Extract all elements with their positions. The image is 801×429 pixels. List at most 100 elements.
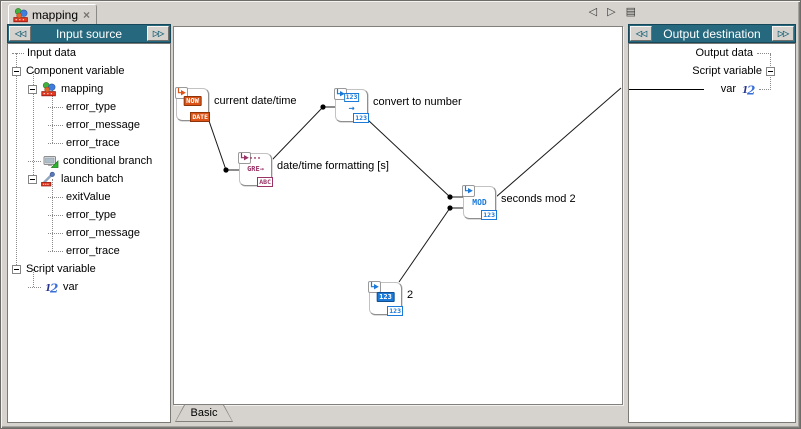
node-current-datetime[interactable]: NOW DATE bbox=[175, 87, 210, 122]
tree-guide bbox=[16, 53, 17, 269]
tree-connector bbox=[48, 124, 63, 126]
node-convert-to-number[interactable]: 123→123 bbox=[334, 88, 369, 123]
tree-item-label: error_type bbox=[66, 101, 117, 113]
node-type-badge: 123 bbox=[481, 209, 497, 220]
tree-item-label: launch batch bbox=[61, 173, 124, 185]
return-arrow-icon bbox=[238, 152, 251, 164]
scroll-tabs-left-icon[interactable]: ◁ bbox=[588, 6, 598, 18]
node-label-convert-to-number: convert to number bbox=[373, 96, 462, 108]
node-glyph-mid: GRE→ bbox=[247, 165, 264, 173]
tree-connector bbox=[28, 160, 41, 162]
tree-item-script-variable[interactable]: Script variable bbox=[629, 62, 795, 80]
tab-strip: mapping × ◁ ▷ ▤ bbox=[3, 3, 798, 24]
tree-item-output-data[interactable]: Output data bbox=[629, 44, 795, 62]
collapse-expander-icon[interactable] bbox=[766, 66, 775, 76]
output-destination-header: ◁◁ Output destination ▷▷ bbox=[628, 24, 796, 43]
tree-item-label: error_message bbox=[66, 119, 140, 131]
tree-item-error-type[interactable]: error_type bbox=[8, 206, 170, 224]
node-glyph-top: ••• bbox=[249, 156, 262, 162]
mapping-canvas[interactable]: NOW DATE current date/time ••• GRE→ ABC date/t… bbox=[173, 26, 623, 405]
tree-item-label: conditional branch bbox=[63, 155, 153, 167]
launch-batch-icon bbox=[41, 171, 57, 187]
tree-item-label: Component variable bbox=[26, 65, 125, 77]
node-label-datetime-formatting: date/time formatting [s] bbox=[277, 160, 389, 172]
node-label-current-datetime: current date/time bbox=[214, 95, 297, 107]
tab-list-icon[interactable]: ▤ bbox=[625, 6, 636, 18]
svg-text:1: 1 bbox=[45, 284, 51, 294]
return-arrow-icon bbox=[175, 87, 188, 99]
collapse-output-panel-button[interactable]: ◁◁ bbox=[630, 26, 652, 41]
node-glyph-top: 123 bbox=[376, 292, 395, 303]
tree-item-input-data[interactable]: Input data bbox=[8, 44, 170, 62]
tree-item-label: error_message bbox=[66, 227, 140, 239]
expand-input-panel-button[interactable]: ▷▷ bbox=[146, 26, 169, 41]
node-type-badge: 123 bbox=[353, 112, 369, 123]
collapse-expander-icon[interactable] bbox=[28, 174, 37, 184]
collapse-input-panel-button[interactable]: ◁◁ bbox=[9, 26, 31, 41]
mapping-icon bbox=[13, 7, 28, 23]
tree-item-mapping[interactable]: mapping bbox=[8, 80, 170, 98]
tree-connector bbox=[759, 88, 771, 90]
collapse-expander-icon[interactable] bbox=[28, 84, 37, 94]
tree-item-error-message[interactable]: error_message bbox=[8, 116, 170, 134]
tree-item-error-trace[interactable]: error_trace bbox=[8, 242, 170, 260]
tree-item-error-trace[interactable]: error_trace bbox=[8, 134, 170, 152]
tree-item-label: var bbox=[63, 281, 79, 293]
mapping-edges bbox=[207, 87, 622, 283]
tree-item-label: Input data bbox=[27, 47, 76, 59]
tab-basic[interactable]: Basic bbox=[175, 405, 233, 422]
conditional-branch-icon bbox=[43, 153, 59, 169]
node-type-badge: DATE bbox=[190, 111, 210, 122]
input-panel-title: Input source bbox=[55, 26, 123, 41]
mapping-link-line bbox=[629, 89, 704, 90]
tree-item-conditional-branch[interactable]: conditional branch bbox=[8, 152, 170, 170]
tree-connector bbox=[757, 52, 771, 54]
svg-text:2: 2 bbox=[746, 84, 755, 98]
node-type-badge: ABC bbox=[257, 176, 273, 187]
tree-item-label: Script variable bbox=[692, 65, 762, 77]
close-tab-icon[interactable]: × bbox=[83, 7, 91, 22]
node-label-constant-2: 2 bbox=[407, 289, 414, 301]
node-label-seconds-mod-2: seconds mod 2 bbox=[501, 193, 576, 205]
mapping-icon bbox=[41, 81, 57, 97]
tree-item-label: var bbox=[720, 83, 736, 95]
input-source-header: ◁◁ Input source ▷▷ bbox=[7, 24, 171, 43]
tree-item-error-type[interactable]: error_type bbox=[8, 98, 170, 116]
node-datetime-formatting[interactable]: ••• GRE→ ABC bbox=[238, 152, 273, 187]
collapse-expander-icon[interactable] bbox=[12, 264, 21, 274]
node-glyph-top: NOW bbox=[183, 96, 202, 107]
tab-nav: ◁ ▷ ▤ bbox=[589, 7, 636, 18]
tab-label: mapping bbox=[32, 7, 79, 22]
tree-item-component-variable[interactable]: Component variable bbox=[8, 62, 170, 80]
tree-connector bbox=[28, 286, 41, 288]
svg-text:1: 1 bbox=[742, 86, 748, 96]
node-glyph-mid: MOD bbox=[472, 198, 487, 207]
tree-item-script-variable[interactable]: Script variable bbox=[8, 260, 170, 278]
tree-item-label: Output data bbox=[695, 47, 754, 59]
tab-mapping[interactable]: mapping × bbox=[8, 4, 98, 24]
node-seconds-mod-2[interactable]: MOD 123 bbox=[462, 185, 497, 220]
tree-item-error-message[interactable]: error_message bbox=[8, 224, 170, 242]
collapse-expander-icon[interactable] bbox=[12, 66, 21, 76]
tree-guide bbox=[52, 89, 53, 143]
return-arrow-icon bbox=[462, 185, 475, 197]
tree-item-label: exitValue bbox=[66, 191, 111, 203]
expand-output-panel-button[interactable]: ▷▷ bbox=[772, 26, 794, 41]
svg-text:2: 2 bbox=[49, 282, 58, 296]
tree-connector bbox=[48, 106, 63, 108]
tree-item-launch-batch[interactable]: launch batch bbox=[8, 170, 170, 188]
tree-item-exitvalue[interactable]: exitValue bbox=[8, 188, 170, 206]
tree-connector bbox=[48, 142, 63, 144]
return-arrow-icon bbox=[368, 281, 381, 293]
scroll-tabs-right-icon[interactable]: ▷ bbox=[607, 6, 616, 18]
tree-connector bbox=[48, 214, 63, 216]
tree-connector bbox=[12, 52, 24, 54]
